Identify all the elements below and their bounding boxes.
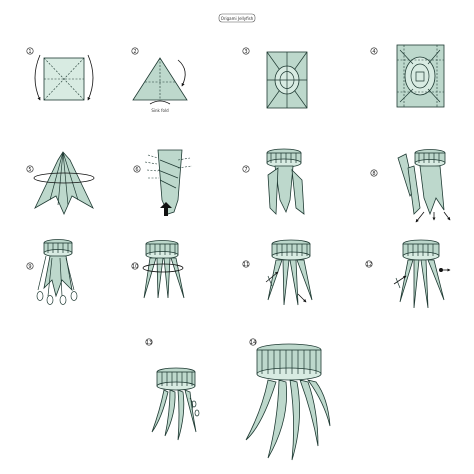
step-10: 10 bbox=[131, 240, 185, 299]
crease-pattern-icon bbox=[266, 51, 308, 109]
split-legs-icon bbox=[397, 149, 451, 223]
legs-thin-icon bbox=[393, 239, 451, 309]
step-14-number: 14 bbox=[250, 340, 256, 346]
legs-thin-icon bbox=[265, 239, 313, 306]
step-5: 5 bbox=[26, 151, 95, 215]
step-14: 14 bbox=[245, 338, 331, 461]
step-8-number: 8 bbox=[372, 171, 375, 177]
step-6: 6 bbox=[133, 149, 193, 216]
square-fold-icon bbox=[34, 54, 94, 101]
twist-fold-icon bbox=[144, 149, 193, 216]
step-12-number: 12 bbox=[366, 262, 372, 268]
header-label: Origami Jellyfish bbox=[218, 13, 256, 23]
step-1-number: 1 bbox=[28, 49, 31, 55]
step-7-number: 7 bbox=[244, 167, 247, 173]
step-9-number: 9 bbox=[28, 264, 31, 270]
step-8: 8 bbox=[370, 149, 451, 223]
step-1: 1 bbox=[26, 47, 94, 101]
cap-fold-icon bbox=[266, 148, 305, 215]
step-4-number: 4 bbox=[372, 49, 375, 55]
step-12: 12 bbox=[365, 239, 451, 309]
jellyfish-small-icon bbox=[151, 367, 200, 441]
triangle-fold-icon bbox=[132, 57, 188, 105]
step-13: 13 bbox=[145, 338, 200, 441]
jellyfish-final-icon bbox=[245, 343, 331, 461]
step-7: 7 bbox=[242, 148, 305, 215]
legs-curl-icon bbox=[36, 239, 78, 305]
step-10-number: 10 bbox=[132, 264, 138, 270]
step-2: 2 Sink fold bbox=[131, 47, 188, 113]
step-2-number: 2 bbox=[133, 49, 136, 55]
step-3: 3 bbox=[242, 47, 308, 109]
step-3-number: 3 bbox=[244, 49, 247, 55]
legs-spread-icon bbox=[142, 240, 185, 299]
step-9: 9 bbox=[26, 239, 78, 305]
cone-fold-icon bbox=[33, 151, 95, 215]
step-11-number: 11 bbox=[243, 262, 249, 268]
header-label-text: Origami Jellyfish bbox=[221, 16, 254, 21]
step-6-number: 6 bbox=[135, 167, 138, 173]
step-2-caption: Sink fold bbox=[151, 108, 169, 113]
step-11: 11 bbox=[242, 239, 313, 306]
crease-pattern-dense-icon bbox=[396, 44, 445, 108]
step-5-number: 5 bbox=[28, 167, 31, 173]
step-4: 4 bbox=[370, 44, 445, 108]
step-13-number: 13 bbox=[146, 340, 152, 346]
